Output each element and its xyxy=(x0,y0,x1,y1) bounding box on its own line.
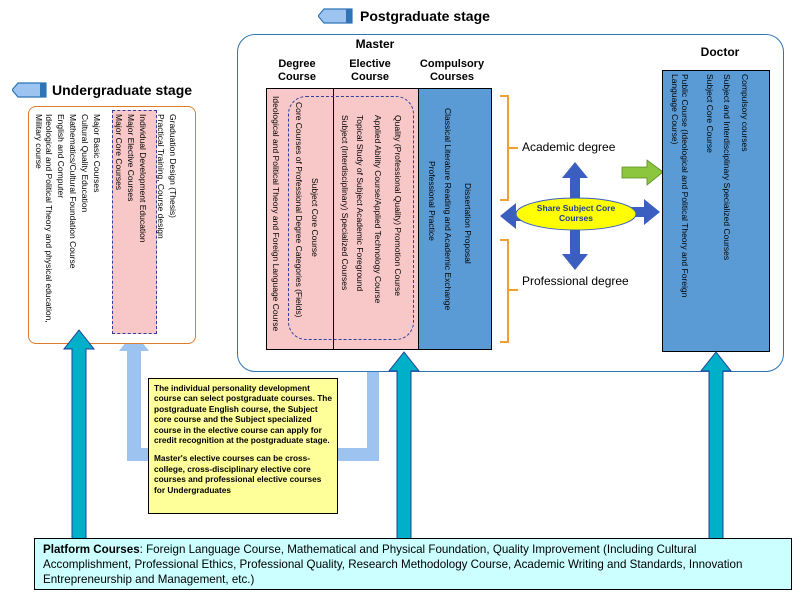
arrow-to-undergrad xyxy=(119,332,149,450)
doctor-box xyxy=(662,70,770,352)
degree-item-ideological: Ideological and Political Theory and For… xyxy=(271,96,282,332)
undergrad-highlight-box xyxy=(112,110,157,334)
dashed-core-outline xyxy=(288,96,414,340)
ug-item-major-elective: Major Elective Courses xyxy=(126,114,137,202)
elective-course-box xyxy=(333,88,419,350)
ug-item-major-basic: Major Basic Courses xyxy=(92,114,103,193)
ug-item-graduation: Graduation Design (Thesis) xyxy=(168,114,179,218)
doctor-item-public: Public Course (Ideological and Political… xyxy=(669,74,690,298)
professional-degree-label: Professional degree xyxy=(522,274,629,288)
arrow-to-elective xyxy=(359,343,387,460)
elective-item-applied: Applied Ability Course/Applied Technolog… xyxy=(373,115,384,304)
credit-note-paragraph-1: The individual personality development c… xyxy=(154,383,332,446)
compulsory-courses-header: Compulsory Courses xyxy=(419,58,485,83)
ug-item-major-core: Major Core Courses xyxy=(114,114,125,191)
elective-item-quality: Quality (Professional Quality) Promotion… xyxy=(393,115,404,296)
platform-courses-text: : Foreign Language Course, Mathematical … xyxy=(43,543,743,586)
degree-item-core-professional: Core Courses of Professional Degree Cate… xyxy=(294,102,305,318)
compulsory-courses-box xyxy=(418,88,492,350)
compulsory-item-practice: Professional Practice xyxy=(427,161,438,241)
master-title: Master xyxy=(355,37,395,51)
elective-item-topical: Topical Study of Subject Academic Foregr… xyxy=(355,115,366,292)
platform-courses-box: Platform Courses: Foreign Language Cours… xyxy=(34,538,792,590)
academic-to-doctor-arrow xyxy=(621,159,664,186)
ug-item-english: English and Computer xyxy=(56,114,67,199)
doctor-item-compulsory: Compulsory courses xyxy=(740,74,751,152)
elective-course-header: Elective Course xyxy=(349,58,391,83)
professional-bracket xyxy=(500,239,518,343)
elective-item-specialized: Subject (Interdisciplinary) Specialized … xyxy=(340,115,351,291)
share-arrow-up xyxy=(562,162,588,200)
doctor-item-interdisciplinary: Subject and Interdisciplinary Specialize… xyxy=(722,74,733,261)
postgraduate-stage-title: Postgraduate stage xyxy=(360,8,490,24)
ug-item-military: Military course xyxy=(34,114,45,169)
degree-course-header: Degree Course xyxy=(278,58,316,83)
credit-note-paragraph-2: Master's elective courses can be cross-c… xyxy=(154,453,322,495)
ug-item-individual-dev: Individual Development Education xyxy=(138,114,149,243)
credit-note-box: The individual personality development c… xyxy=(148,378,338,514)
compulsory-item-reading: Classical Literature Reading and Academi… xyxy=(443,108,454,311)
doctor-item-subject-core: Subject Core Course xyxy=(705,74,716,153)
undergraduate-tag-icon xyxy=(12,82,47,98)
academic-bracket xyxy=(500,95,518,201)
share-core-label: Share Subject Core Courses xyxy=(536,203,616,223)
postgraduate-tag-icon xyxy=(318,8,353,24)
ug-item-cultural: Cultural Quality Education xyxy=(80,114,91,213)
degree-item-subject-core: Subject Core Course xyxy=(310,178,321,257)
compulsory-item-proposal: Dissertation Proposal xyxy=(463,183,474,264)
ug-item-mathematics: Mathematics/Cultural Foundation Course xyxy=(68,114,79,269)
share-ellipse xyxy=(515,197,637,231)
ug-item-ideological: Ideological and Political Theory and phy… xyxy=(44,114,55,323)
undergraduate-stage-title: Undergraduate stage xyxy=(52,82,193,98)
share-arrow-right xyxy=(620,199,660,225)
ug-item-practical: Practical Training, Course design xyxy=(156,114,167,239)
degree-connectors xyxy=(500,95,664,343)
share-arrow-down xyxy=(562,230,588,270)
academic-degree-label: Academic degree xyxy=(522,140,616,154)
platform-courses-label: Platform Courses xyxy=(43,543,140,556)
doctor-title: Doctor xyxy=(700,45,740,59)
